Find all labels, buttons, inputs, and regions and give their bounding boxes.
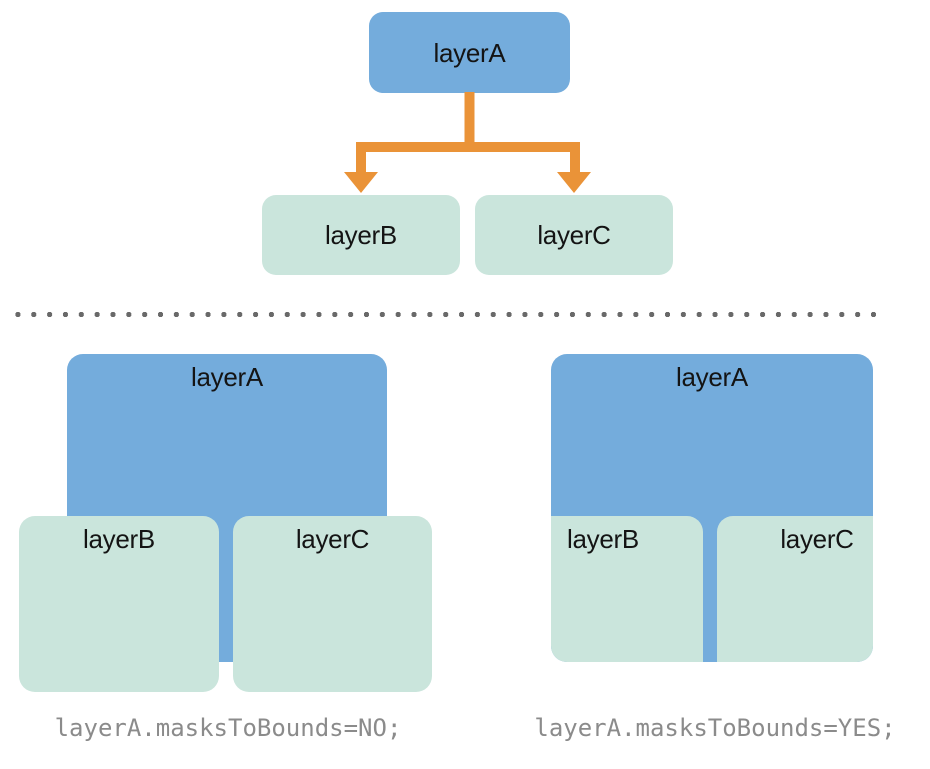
- example-no-layerB-label: layerB: [83, 524, 155, 554]
- tree-connector-arrows: [344, 92, 591, 193]
- example-yes-layerB-label: layerB: [567, 524, 639, 554]
- example-yes-layerA: layerA layerB layerC: [551, 354, 873, 662]
- arrow-to-layerC-icon: [557, 142, 591, 193]
- example-yes-caption: layerA.masksToBounds=YES;: [534, 714, 896, 742]
- example-no-layerC: layerC: [233, 516, 432, 692]
- example-no-layerA-label: layerA: [191, 362, 263, 392]
- tree-node-layerC-label: layerC: [537, 220, 611, 250]
- example-yes-layerC-label: layerC: [780, 524, 854, 554]
- tree-node-layerB: layerB: [262, 195, 460, 275]
- example-no-layerB: layerB: [19, 516, 219, 692]
- tree-node-layerC: layerC: [475, 195, 673, 275]
- tree-node-layerA-label: layerA: [433, 37, 506, 68]
- tree-node-layerA: layerA: [369, 12, 570, 93]
- example-yes-layerA-label: layerA: [676, 362, 748, 392]
- tree-node-layerB-label: layerB: [325, 220, 397, 250]
- example-no-caption: layerA.masksToBounds=NO;: [54, 714, 402, 742]
- example-yes-layerB: layerB: [551, 516, 703, 662]
- connector-bar: [356, 142, 580, 152]
- connector-stem: [464, 92, 475, 152]
- example-no-layerC-label: layerC: [295, 524, 370, 554]
- arrow-to-layerB-icon: [344, 142, 378, 193]
- dotted-divider: [10, 311, 886, 318]
- example-yes-layerC: layerC: [717, 516, 873, 662]
